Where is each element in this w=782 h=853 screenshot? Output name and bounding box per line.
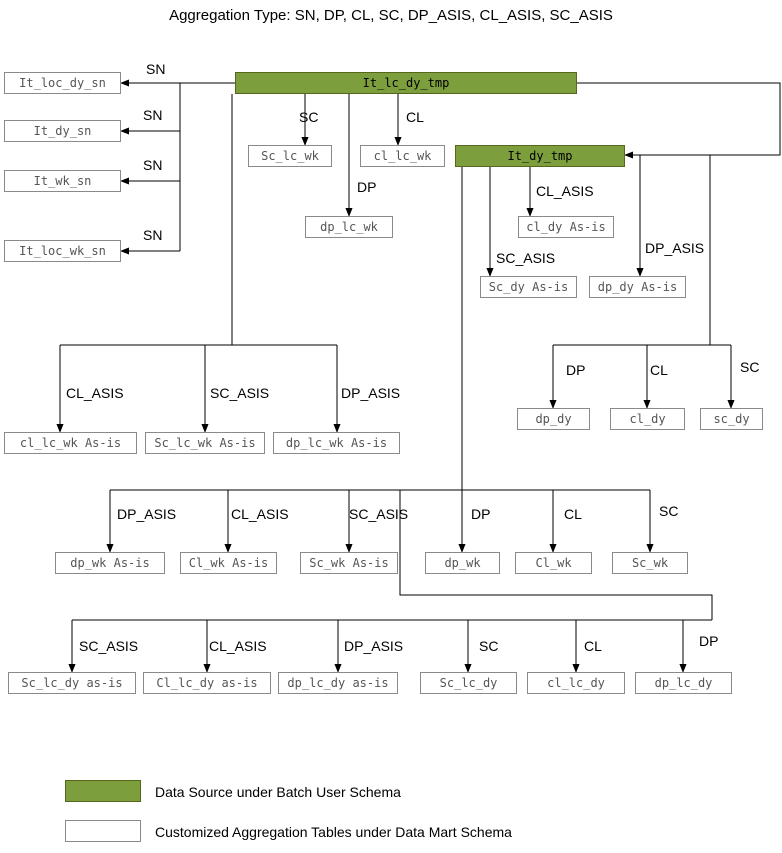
legend-table-swatch: [65, 820, 141, 842]
edge-label-sc-wk: SC: [659, 503, 679, 519]
legend-table-label: Customized Aggregation Tables under Data…: [155, 824, 512, 840]
edge-label-cl-wk: CL: [564, 506, 582, 522]
dy-edges-group: [549, 155, 735, 409]
sn-edges-group: [120, 79, 235, 255]
node-it-loc-dy-sn: It_loc_dy_sn: [4, 72, 121, 94]
edge-label-sn-2: SN: [143, 107, 163, 123]
edge-label-cl-lc-dy-asis: CL_ASIS: [209, 638, 267, 654]
legend-source-swatch: [65, 780, 141, 802]
node-dp-wk-asis: dp_wk As-is: [55, 552, 165, 574]
node-dp-dy-asis: dp_dy As-is: [589, 276, 686, 298]
edge-label-sn-4: SN: [143, 227, 163, 243]
it-dy-tmp-feed-group: [577, 82, 781, 159]
edge-label-cl-lc-wk-asis: CL_ASIS: [66, 385, 124, 401]
node-sc-lc-dy: Sc_lc_dy: [420, 672, 517, 694]
node-cl-lc-dy-asis: Cl_lc_dy as-is: [143, 672, 271, 694]
node-sc-wk: Sc_wk: [612, 552, 688, 574]
edge-label-dp-wk: DP: [471, 506, 491, 522]
edge-label-cl-lc-wk: CL: [406, 109, 424, 125]
node-it-wk-sn: It_wk_sn: [4, 170, 121, 192]
edge-label-dp-lc-dy-asis: DP_ASIS: [344, 638, 404, 654]
node-sc-lc-dy-asis: Sc_lc_dy as-is: [8, 672, 136, 694]
node-cl-wk: Cl_wk: [515, 552, 592, 574]
edge-label-sc-lc-wk-asis: SC_ASIS: [210, 385, 270, 401]
edge-label-dp-dy: DP: [566, 362, 586, 378]
node-sc-lc-wk-asis: Sc_lc_wk As-is: [145, 432, 265, 454]
edge-label-dp-wk-asis: DP_ASIS: [117, 506, 177, 522]
node-sc-dy-asis: Sc_dy As-is: [480, 276, 577, 298]
dy-asis-edges-group: [486, 155, 644, 277]
node-cl-dy-asis: cl_dy As-is: [518, 216, 614, 238]
node-it-lc-dy-tmp: It_lc_dy_tmp: [235, 72, 577, 94]
node-dp-lc-dy: dp_lc_dy: [635, 672, 732, 694]
node-it-dy-tmp: It_dy_tmp: [455, 145, 625, 167]
node-cl-dy: cl_dy: [610, 408, 685, 430]
node-cl-lc-dy: cl_lc_dy: [527, 672, 625, 694]
node-cl-lc-wk: cl_lc_wk: [360, 145, 445, 167]
edge-label-sc-lc-dy-asis: SC_ASIS: [79, 638, 139, 654]
edge-label-dp-lc-wk: DP: [357, 179, 377, 195]
edge-label-sc-dy-asis: SC_ASIS: [496, 250, 556, 266]
node-cl-lc-wk-asis: cl_lc_wk As-is: [4, 432, 137, 454]
edge-label-sc-dy: SC: [740, 359, 760, 375]
edge-label-sc-lc-dy: SC: [479, 638, 499, 654]
edge-label-cl-wk-asis: CL_ASIS: [231, 506, 289, 522]
diagram-title: Aggregation Type: SN, DP, CL, SC, DP_ASI…: [169, 7, 613, 24]
node-it-dy-sn: It_dy_sn: [4, 120, 121, 142]
lc-wk-asis-edges-group: [56, 94, 341, 433]
edge-label-cl-dy-asis: CL_ASIS: [536, 183, 594, 199]
node-dp-lc-wk-asis: dp_lc_wk As-is: [273, 432, 400, 454]
node-cl-wk-asis: Cl_wk As-is: [180, 552, 277, 574]
node-it-loc-wk-sn: It_loc_wk_sn: [4, 240, 121, 262]
node-dp-dy: dp_dy: [517, 408, 590, 430]
edge-label-sc-lc-wk: SC: [299, 109, 319, 125]
lc-dy-edges-group: [68, 490, 713, 673]
edge-label-sn-3: SN: [143, 157, 163, 173]
node-dp-wk: dp_wk: [425, 552, 500, 574]
node-sc-dy: sc_dy: [700, 408, 763, 430]
node-dp-lc-wk: dp_lc_wk: [305, 216, 393, 238]
legend-source-label: Data Source under Batch User Schema: [155, 784, 401, 800]
edge-label-sn-1: SN: [146, 61, 166, 77]
node-sc-wk-asis: Sc_wk As-is: [300, 552, 398, 574]
edge-label-dp-lc-wk-asis: DP_ASIS: [341, 385, 401, 401]
edge-label-dp-lc-dy: DP: [699, 633, 719, 649]
edge-label-cl-dy: CL: [650, 362, 668, 378]
node-dp-lc-dy-asis: dp_lc_dy as-is: [278, 672, 398, 694]
node-sc-lc-wk: Sc_lc_wk: [248, 145, 332, 167]
edge-label-sc-wk-asis: SC_ASIS: [349, 506, 409, 522]
wk-edges-group: [106, 167, 654, 553]
edge-label-dp-dy-asis: DP_ASIS: [645, 240, 705, 256]
edge-label-cl-lc-dy: CL: [584, 638, 602, 654]
lc-wk-edges-group: [301, 94, 402, 217]
